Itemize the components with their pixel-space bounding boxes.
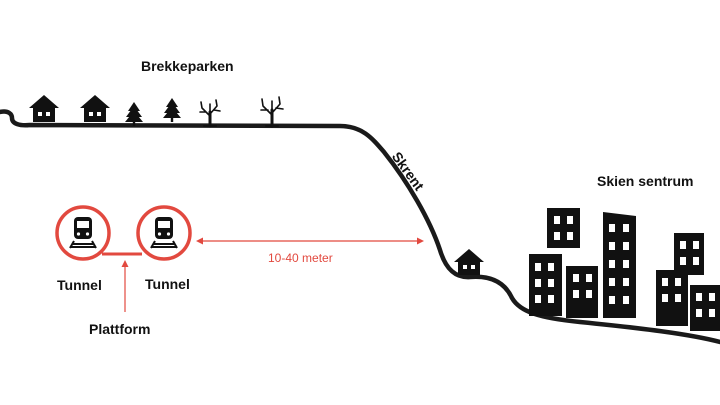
house-icon [454,249,484,275]
building-icon [529,208,720,331]
house-icon [29,95,59,122]
distance-arrow [196,237,424,245]
bare-tree-icon [199,99,221,128]
train-icon [150,217,178,249]
platform-arrow [121,260,129,312]
bare-tree-icon [260,96,284,128]
building-windows [535,216,715,317]
park-label: Brekkeparken [141,58,234,74]
house-icon [80,95,110,122]
city-label: Skien sentrum [597,173,694,189]
distance-label: 10-40 meter [268,251,333,265]
platform-label: Plattform [89,321,151,337]
tunnel-left-marker [55,205,111,261]
tunnel-right-marker [136,205,192,261]
spruce-tree-icon [163,98,181,122]
train-icon [69,217,97,249]
spruce-tree-icon [125,102,143,126]
terrain-line [0,109,720,345]
tunnel-right-label: Tunnel [145,276,190,292]
tunnel-left-label: Tunnel [57,277,102,293]
